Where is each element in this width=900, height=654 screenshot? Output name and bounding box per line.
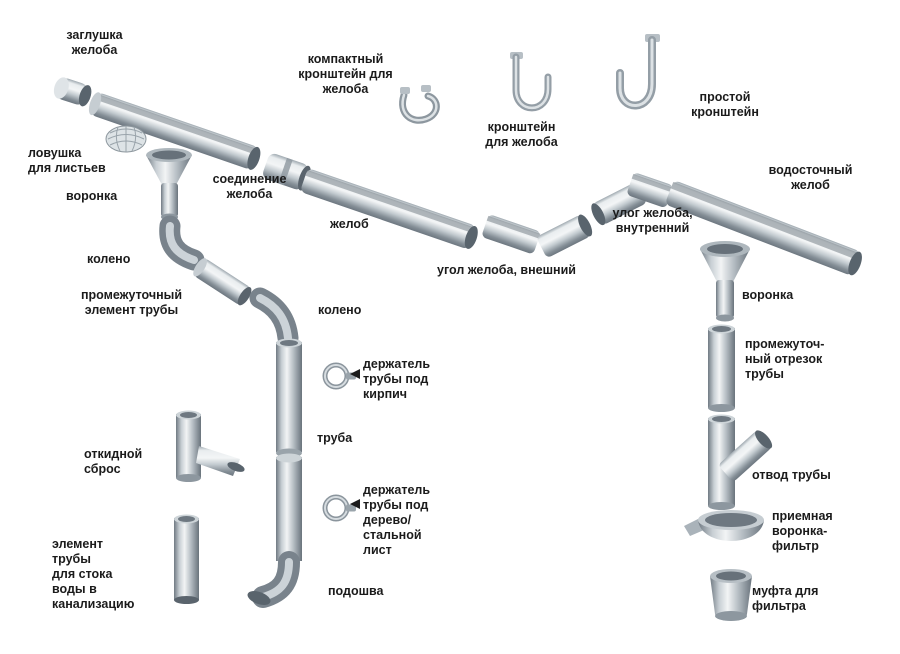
drain-gutter-illustration <box>666 181 862 276</box>
label-outer-corner: угол желоба, внешний <box>437 263 576 277</box>
label-drain-gutter: водосточный желоб <box>768 163 853 192</box>
pipe-holder-brick-illustration <box>322 362 356 390</box>
pipe-outlet-illustration <box>708 414 773 510</box>
label-filter-coupling: муфта для фильтра <box>752 584 819 613</box>
label-intermediate-pipe-section: промежуточ- ный отрезок трубы <box>745 337 825 381</box>
label-pipe-outlet: отвод трубы <box>752 468 831 482</box>
label-inner-corner: улог желоба, внутренний <box>612 206 693 235</box>
tip-out-discharge-illustration <box>176 410 245 482</box>
pipe-illustration <box>276 338 302 561</box>
label-funnel-right: воронка <box>742 288 794 302</box>
inner-corner-illustration <box>591 173 674 226</box>
leaf-trap-illustration <box>105 125 147 153</box>
arrow-icon <box>350 369 360 379</box>
pipe-holder-wood-illustration <box>322 494 356 522</box>
filter-coupling-illustration <box>710 569 752 621</box>
elbow-2-illustration <box>249 287 299 349</box>
label-sewer-pipe-element: элемент трубы для стока воды в канализац… <box>52 537 135 611</box>
gutter-bracket-illustration <box>510 52 552 112</box>
label-elbow-2: колено <box>318 303 362 317</box>
elbow-1-illustration <box>159 215 205 271</box>
label-gutter-endcap: заглушка желоба <box>66 28 123 57</box>
outer-corner-illustration <box>482 214 593 257</box>
label-shoe: подошва <box>328 584 384 598</box>
label-compact-bracket: компактный кронштейн для желоба <box>298 52 393 96</box>
label-gutter-joint: соединение желоба <box>212 172 287 201</box>
funnel-right-illustration <box>700 241 750 322</box>
label-intermediate-pipe-element: промежуточный элемент трубы <box>80 288 183 317</box>
label-pipe-holder-wood: держатель трубы под дерево/ стальной лис… <box>363 483 431 557</box>
label-tip-out-discharge: откидной сброс <box>84 447 143 476</box>
gutter-illustration <box>301 169 478 249</box>
funnel-left-illustration <box>146 148 192 221</box>
label-elbow-1: колено <box>87 252 131 266</box>
label-leaf-trap: ловушка для листьев <box>28 146 106 175</box>
compact-bracket-illustration <box>399 85 440 124</box>
label-receiving-funnel-filter: приемная воронка- фильтр <box>772 509 833 553</box>
gutter-run-left-illustration <box>88 92 261 170</box>
simple-bracket-illustration <box>616 34 660 110</box>
shoe-illustration <box>247 551 300 608</box>
intermediate-pipe-section-illustration <box>708 324 735 412</box>
gutter-endcap-illustration <box>53 77 92 107</box>
label-simple-bracket: простой кронштейн <box>691 90 759 119</box>
label-gutter-bracket: кронштейн для желоба <box>485 120 558 149</box>
arrow-icon <box>350 499 360 509</box>
intermediate-pipe-element-illustration <box>193 258 252 306</box>
receiving-funnel-filter-illustration <box>684 510 764 541</box>
sewer-pipe-element-illustration <box>174 514 199 604</box>
label-pipe: труба <box>317 431 353 445</box>
label-funnel-left: воронка <box>66 189 118 203</box>
label-pipe-holder-brick: держатель трубы под кирпич <box>363 357 431 401</box>
label-gutter: желоб <box>330 217 369 231</box>
